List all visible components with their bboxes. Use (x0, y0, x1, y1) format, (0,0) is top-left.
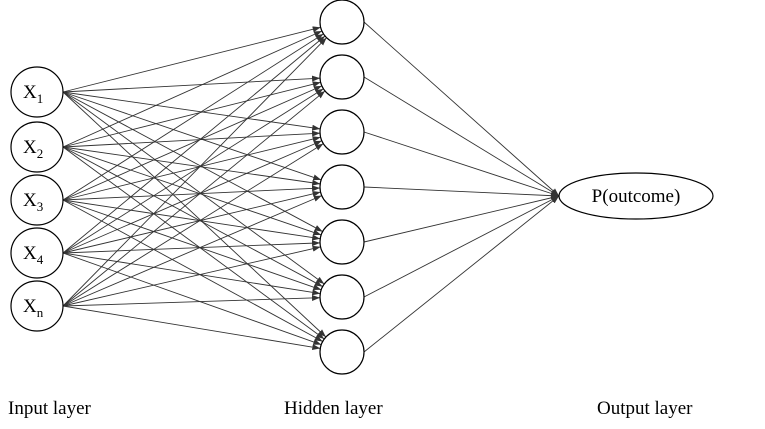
edge-input-2-hidden-2 (62, 81, 321, 148)
edge-input-3-hidden-3 (62, 136, 321, 201)
edge-input-5-hidden-5 (62, 245, 321, 307)
edge-input-4-hidden-3 (62, 140, 322, 254)
input-node-label: X4 (23, 243, 44, 267)
input-node-label: X1 (23, 82, 43, 106)
output-layer-label: Output layer (597, 398, 693, 419)
edge-input-2-hidden-7 (62, 146, 325, 340)
edge-input-5-hidden-1 (62, 37, 327, 307)
input-node: X4 (10, 227, 64, 279)
edge-hidden-4-output (363, 186, 560, 199)
edge-input-2-hidden-6 (62, 146, 323, 287)
edge-hidden-5-output (363, 194, 560, 243)
edge-input-3-hidden-7 (62, 199, 323, 342)
edge-hidden-2-output (363, 76, 560, 197)
hidden-node (319, 109, 365, 155)
edge-hidden-1-output (363, 21, 560, 197)
hidden-node (319, 54, 365, 100)
hidden-node (319, 274, 365, 320)
hidden-node (319, 329, 365, 375)
input-node-label: X2 (23, 137, 43, 161)
edge-hidden-6-output (363, 195, 560, 298)
edge-input-4-hidden-6 (62, 252, 321, 296)
edge-input-2-hidden-3 (62, 130, 321, 148)
edge-input-1-hidden-6 (62, 91, 325, 285)
edge-input-1-hidden-5 (62, 91, 323, 232)
hidden-node (319, 219, 365, 265)
output-node-label: P(outcome) (592, 186, 681, 207)
edge-input-3-hidden-6 (62, 199, 322, 291)
input-node-circle (10, 227, 64, 279)
input-node-label: X3 (23, 190, 43, 214)
edge-input-1-hidden-1 (62, 26, 321, 93)
edge-input-5-hidden-6 (62, 294, 321, 307)
input-layer-label: Input layer (8, 398, 91, 419)
edge-input-1-hidden-3 (62, 91, 321, 131)
edge-input-1-hidden-4 (62, 91, 322, 181)
edge-hidden-7-output (363, 195, 560, 353)
input-node-circle (10, 66, 64, 118)
edge-input-5-hidden-7 (62, 305, 321, 351)
edge-input-5-hidden-2 (62, 90, 326, 307)
edge-input-4-hidden-1 (62, 35, 326, 254)
edge-input-5-hidden-3 (62, 143, 324, 307)
input-node: Xn (10, 280, 64, 332)
hidden-layer-nodes (319, 0, 365, 375)
input-node-circle (10, 121, 64, 173)
hidden-layer-label: Hidden layer (284, 398, 383, 419)
edge-input-5-hidden-4 (62, 195, 322, 307)
edge-input-3-hidden-2 (62, 85, 323, 201)
edge-input-1-hidden-2 (62, 75, 321, 93)
edge-input-4-hidden-5 (62, 240, 321, 254)
input-node-circle (10, 280, 64, 332)
input-node: X3 (10, 174, 64, 226)
input-node-circle (10, 174, 64, 226)
output-layer-node: P(outcome) (558, 172, 714, 220)
edge-input-2-hidden-1 (62, 30, 323, 148)
hidden-node (319, 0, 365, 45)
hidden-node (319, 164, 365, 210)
edge-input-2-hidden-5 (62, 146, 322, 236)
input-node: X1 (10, 66, 64, 118)
edge-hidden-3-output (363, 131, 560, 197)
edge-input-4-hidden-7 (62, 252, 322, 346)
edge-input-3-hidden-5 (62, 199, 321, 241)
edge-input-2-hidden-4 (62, 146, 321, 186)
hidden-to-output-connections (363, 21, 560, 353)
input-node-label: Xn (23, 296, 44, 320)
input-to-hidden-connections (62, 26, 327, 351)
output-node-ellipse (558, 172, 714, 220)
edge-input-1-hidden-7 (62, 91, 327, 338)
edge-input-4-hidden-2 (62, 88, 324, 254)
input-node: X2 (10, 121, 64, 173)
edge-input-3-hidden-1 (62, 33, 324, 201)
edge-input-4-hidden-4 (62, 190, 321, 254)
edge-input-3-hidden-4 (62, 185, 321, 201)
